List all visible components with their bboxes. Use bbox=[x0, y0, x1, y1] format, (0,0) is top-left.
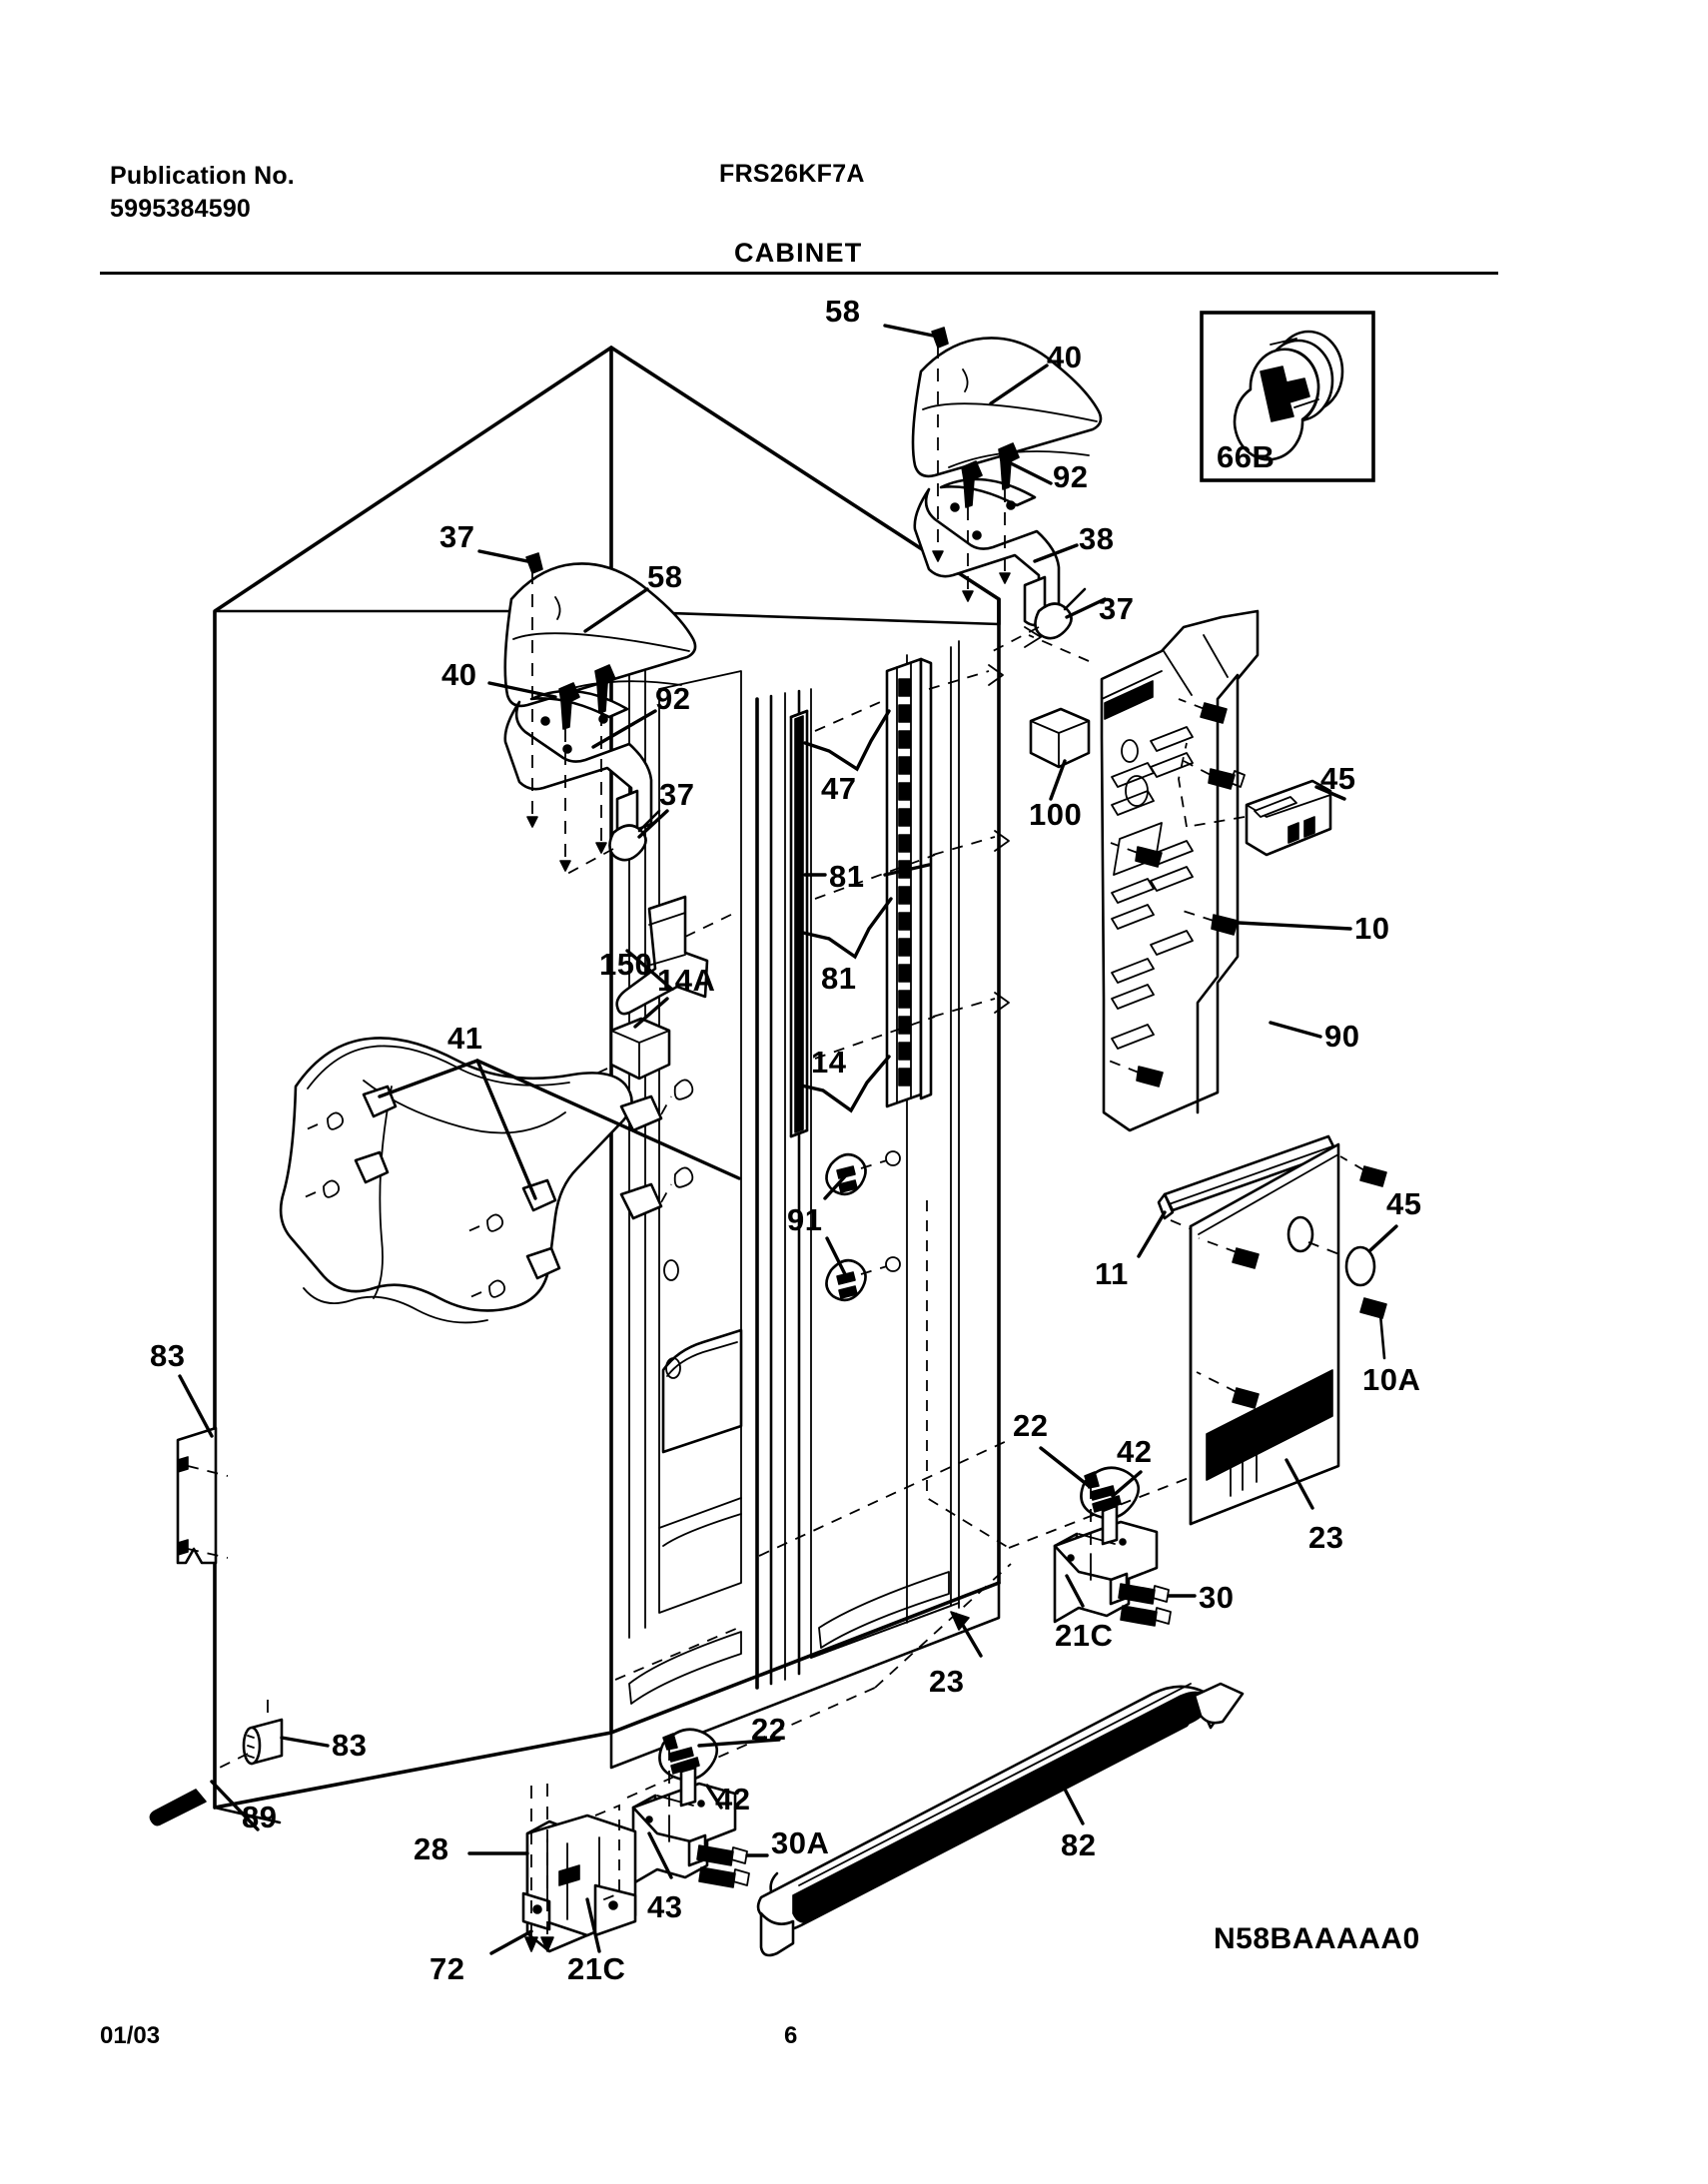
callout-43: 28 bbox=[414, 1831, 448, 1866]
callout-10a: 23 bbox=[1308, 1520, 1343, 1555]
part-100-plugs: 91 bbox=[787, 1150, 901, 1302]
callout-37-right: 37 bbox=[1099, 591, 1134, 626]
callout-81-upper: 47 bbox=[821, 771, 856, 806]
part-37-pin-right bbox=[992, 587, 1087, 652]
callouts-hinge-right: 22 42 30 21C bbox=[1013, 1408, 1234, 1653]
part-43-roller-assembly: 28 21C 72 bbox=[414, 1784, 637, 1986]
callout-30a: 43 bbox=[647, 1889, 682, 1924]
callout-30: 21C bbox=[1055, 1618, 1113, 1653]
inset-66b bbox=[1200, 311, 1375, 482]
callout-38-left: 92 bbox=[655, 681, 690, 716]
callout-11: 45 bbox=[1386, 1186, 1421, 1221]
callout-10: 90 bbox=[1324, 1019, 1359, 1054]
callout-37-left: 37 bbox=[659, 777, 694, 812]
callout-81-lower: 14 bbox=[811, 1045, 847, 1080]
part-82-spacer: 83 bbox=[215, 1700, 367, 1771]
callout-47: 81 bbox=[829, 859, 864, 894]
part-58-screw-left bbox=[525, 552, 543, 828]
footer-date: 01/03 bbox=[100, 2022, 161, 2049]
part-14a-plug bbox=[558, 1017, 671, 1092]
section-title: CABINET bbox=[734, 238, 863, 268]
callout-89: 83 bbox=[150, 1338, 214, 1438]
part-37-pin-left bbox=[564, 809, 661, 876]
insulation-plugs bbox=[297, 1085, 561, 1301]
footer-page-number: 6 bbox=[784, 2022, 798, 2049]
callout-23-right: 22 bbox=[1013, 1408, 1048, 1443]
callout-14a: 14A bbox=[657, 963, 715, 998]
callout-23-left: 22 bbox=[751, 1712, 786, 1747]
part-10-air-duct bbox=[1024, 609, 1260, 1132]
callout-58-right: 58 bbox=[825, 294, 860, 329]
part-91-light-cover bbox=[1178, 742, 1332, 857]
part-92-screws-left bbox=[558, 664, 616, 872]
callout-92-left: 40 bbox=[441, 657, 476, 692]
callouts-top-left: 37 58 40 92 37 150 14A bbox=[439, 519, 715, 1029]
part-72-toe-grille: 82 bbox=[756, 1682, 1245, 1957]
callout-38-right: 38 bbox=[1079, 521, 1114, 556]
callout-40-left: 58 bbox=[647, 559, 682, 594]
part-41-insulation: 41 bbox=[279, 1021, 741, 1379]
callout-40-right: 40 bbox=[1047, 340, 1082, 374]
callouts-shelf: 47 81 81 14 bbox=[795, 709, 931, 1113]
callout-21c-left: 72 bbox=[429, 1951, 464, 1986]
part-10a-lower-cover bbox=[1189, 1142, 1387, 1526]
cabinet-body bbox=[213, 346, 1001, 1824]
part-89-side-bracket bbox=[176, 1426, 229, 1565]
callouts-hinge-left: 22 42 30A 43 bbox=[647, 1712, 829, 1924]
callout-28: 21C bbox=[567, 1951, 625, 1986]
callout-150: 150 bbox=[599, 947, 652, 982]
callout-72: 82 bbox=[1061, 1827, 1096, 1862]
callout-90: 11 bbox=[1095, 1256, 1129, 1291]
callout-21c-right: 23 bbox=[929, 1664, 964, 1699]
part-14-plug: 100 bbox=[1029, 707, 1091, 832]
callouts-lower-cover: 45 10A 23 bbox=[1284, 1186, 1421, 1555]
callout-45-lower: 10A bbox=[1362, 1362, 1420, 1397]
callouts-duct: 45 10 90 bbox=[1237, 761, 1389, 1054]
callouts-top-right: 58 40 92 38 37 bbox=[825, 294, 1134, 626]
callout-42-left: 30A bbox=[771, 1825, 829, 1860]
part-58-screw-right bbox=[931, 327, 949, 562]
callout-41: 41 bbox=[447, 1021, 482, 1056]
part-42-screws-right bbox=[1118, 1583, 1172, 1627]
publication-block: Publication No. 5995384590 bbox=[110, 160, 295, 226]
header-rule bbox=[100, 272, 1498, 275]
callout-58-left: 37 bbox=[439, 519, 474, 554]
part-23-pin-left bbox=[662, 1733, 678, 1810]
part-83-screw: 89 bbox=[149, 1780, 277, 1834]
callout-42-right: 30 bbox=[1199, 1580, 1234, 1615]
callout-22-right: 42 bbox=[1117, 1434, 1152, 1469]
callout-45-upper: 10 bbox=[1354, 911, 1389, 946]
part-42-screws-left bbox=[696, 1844, 750, 1888]
callout-89-label: 83 bbox=[150, 1338, 185, 1373]
model-number: FRS26KF7A bbox=[719, 160, 865, 188]
inset-label-66b: 66B bbox=[1217, 439, 1275, 474]
diagram-code: N58BAAAAA0 bbox=[1214, 1922, 1420, 1955]
part-40-hinge-cover-right bbox=[911, 337, 1103, 478]
callout-14: 100 bbox=[1029, 797, 1082, 832]
grommet-icon bbox=[1233, 330, 1344, 461]
callout-83: 89 bbox=[242, 1800, 277, 1834]
publication-label: Publication No. bbox=[110, 162, 295, 190]
callout-22-left: 42 bbox=[715, 1782, 750, 1817]
callout-92-right: 92 bbox=[1053, 459, 1088, 494]
callout-82: 83 bbox=[332, 1728, 367, 1763]
callout-100: 91 bbox=[787, 1202, 822, 1237]
callout-81-mid: 81 bbox=[821, 961, 856, 996]
callout-91: 45 bbox=[1320, 761, 1355, 796]
part-30a-bottom-hinge-left bbox=[631, 1782, 737, 1885]
shelf-ladder-guides bbox=[814, 664, 1010, 1060]
part-150-bracket bbox=[615, 895, 740, 1016]
publication-number: 5995384590 bbox=[110, 195, 252, 223]
part-92-screws-right bbox=[961, 442, 1020, 602]
